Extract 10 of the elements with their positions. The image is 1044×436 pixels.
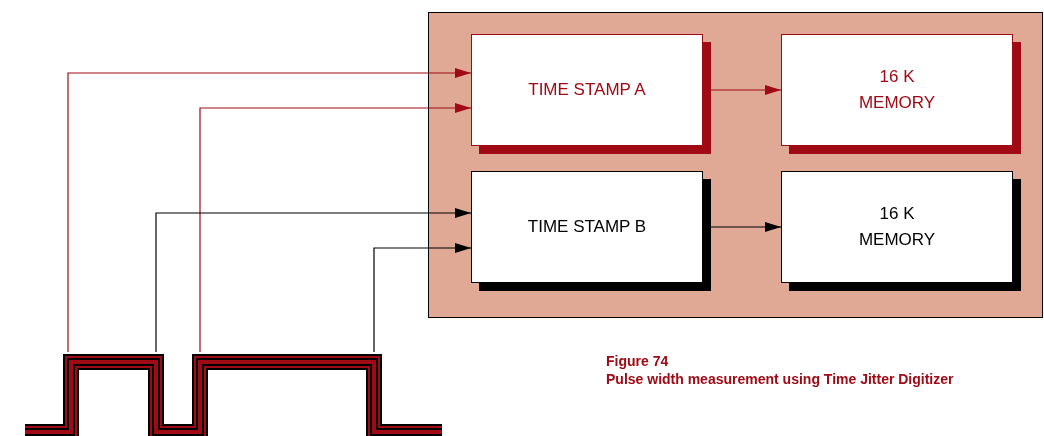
arrow [710, 222, 782, 232]
system-panel [428, 12, 1043, 318]
arrow [373, 243, 472, 353]
arrow [155, 208, 472, 353]
figure-title: Figure 74 [606, 352, 670, 370]
arrow [710, 85, 782, 95]
arrow [199, 103, 472, 353]
pulse-waveform-drawing [25, 352, 442, 436]
arrow [67, 68, 472, 353]
figure-caption: Pulse width measurement using Time Jitter Digitizer [606, 370, 954, 388]
